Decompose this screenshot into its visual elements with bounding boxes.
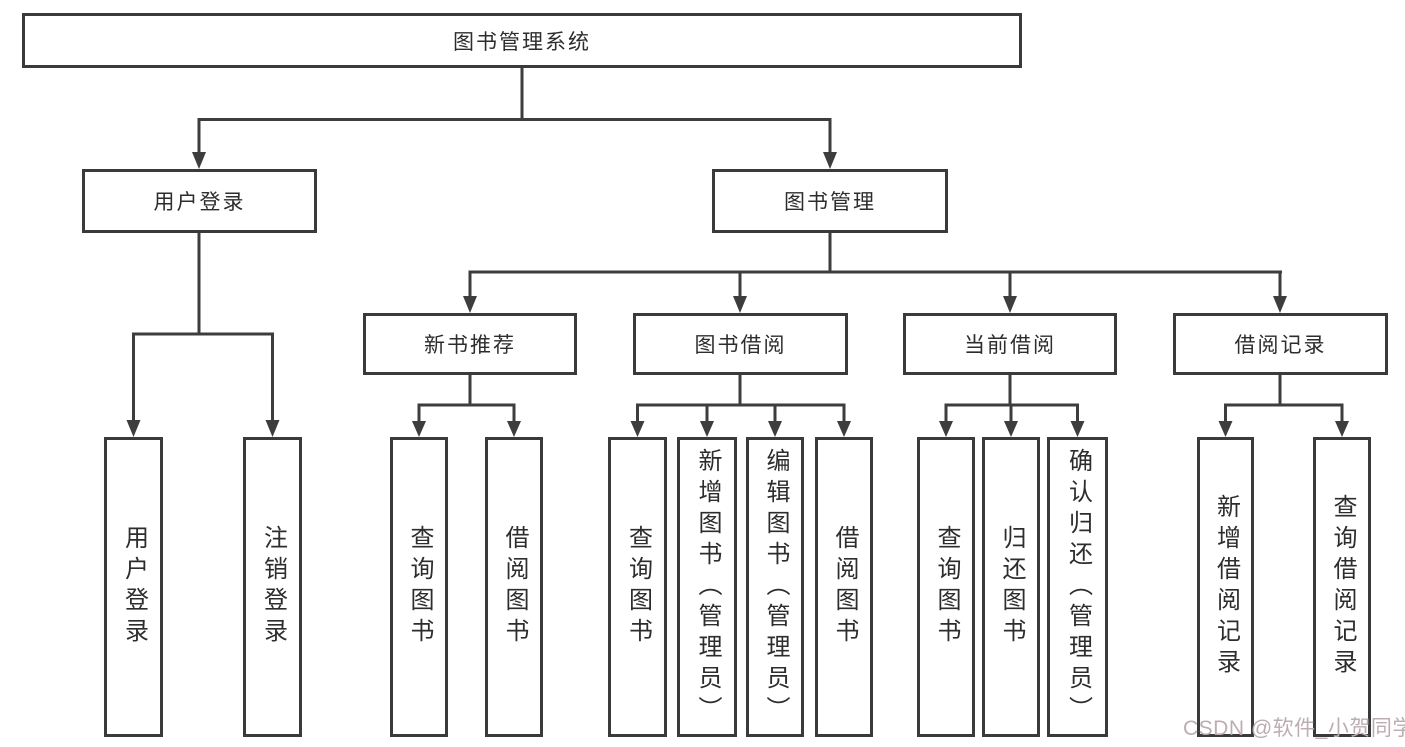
leaf-query-books-current: 查询图书 bbox=[917, 437, 975, 737]
node-current-borrow: 当前借阅 bbox=[903, 313, 1117, 375]
node-book-borrow: 图书借阅 bbox=[633, 313, 848, 375]
leaf-edit-book-admin: 编辑图书（管理员） bbox=[746, 437, 804, 737]
leaf-logout: 注销登录 bbox=[243, 437, 302, 737]
leaf-borrow-books-recommend: 借阅图书 bbox=[485, 437, 543, 737]
node-new-book-recommend: 新书推荐 bbox=[363, 313, 577, 375]
node-root: 图书管理系统 bbox=[22, 13, 1022, 68]
connector-new-book-branch bbox=[412, 375, 521, 437]
connector-borrow-records-branch bbox=[1218, 375, 1349, 437]
leaf-user-login: 用户登录 bbox=[104, 437, 163, 737]
connector-book-management-branch bbox=[463, 233, 1287, 313]
connector-book-borrow-branch bbox=[630, 375, 851, 437]
leaf-return-book: 归还图书 bbox=[982, 437, 1040, 737]
connector-root-branch bbox=[192, 68, 837, 169]
node-book-management: 图书管理 bbox=[712, 169, 948, 233]
leaf-query-books-borrow: 查询图书 bbox=[608, 437, 667, 737]
node-user-login: 用户登录 bbox=[82, 169, 317, 233]
node-borrow-records: 借阅记录 bbox=[1173, 313, 1388, 375]
leaf-query-books-recommend: 查询图书 bbox=[390, 437, 448, 737]
leaf-confirm-return-admin: 确认归还（管理员） bbox=[1047, 437, 1108, 737]
connector-current-borrow-branch bbox=[939, 375, 1085, 437]
leaf-add-borrow-record: 新增借阅记录 bbox=[1197, 437, 1254, 737]
leaf-add-book-admin: 新增图书（管理员） bbox=[677, 437, 737, 737]
watermark: CSDN @软件_小贺同学 bbox=[1183, 717, 1405, 740]
leaf-borrow-books: 借阅图书 bbox=[815, 437, 873, 737]
leaf-query-borrow-record: 查询借阅记录 bbox=[1313, 437, 1371, 737]
connector-user-login-branch bbox=[126, 233, 280, 437]
